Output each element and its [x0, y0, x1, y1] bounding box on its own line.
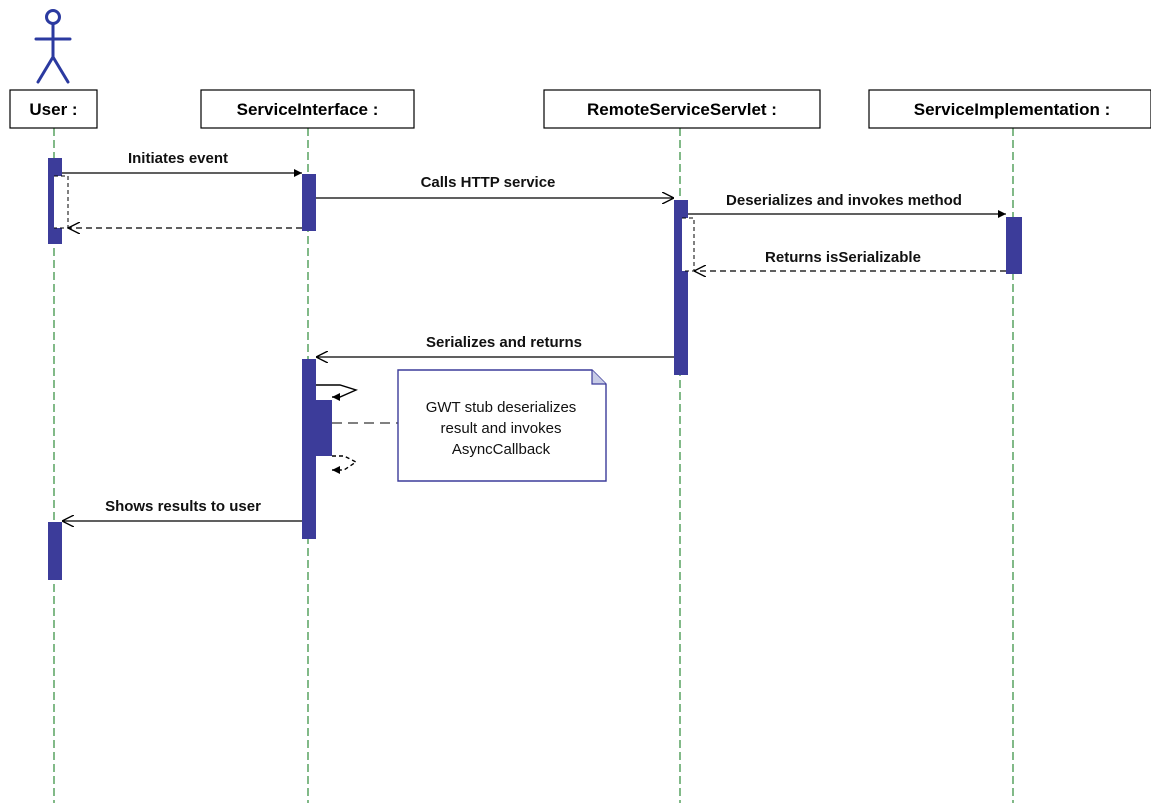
message-calls-http-label: Calls HTTP service	[421, 174, 556, 191]
user-actor-icon	[34, 9, 72, 84]
note-line-1: GWT stub deserializes	[426, 399, 577, 416]
message-returns-serializable-label: Returns isSerializable	[765, 249, 921, 266]
note-box	[397, 369, 607, 482]
lifeline-header-remote-servlet: RemoteServiceServlet :	[543, 89, 821, 129]
lifeline-label-service-impl: ServiceImplementation :	[914, 100, 1111, 119]
activation-bars	[48, 158, 1022, 580]
note-fold-icon	[591, 370, 606, 385]
activation-service-impl	[1006, 217, 1022, 274]
lifeline-label-user: User :	[29, 100, 77, 119]
lifeline-label-service-interface: ServiceInterface :	[237, 100, 379, 119]
message-serializes-returns-label: Serializes and returns	[426, 334, 582, 351]
return-brackets	[54, 175, 695, 272]
activation-service-interface-2	[302, 359, 316, 539]
return-bracket-user	[54, 175, 69, 229]
activation-service-interface-1	[302, 174, 316, 231]
message-initiates-event-label: Initiates event	[128, 150, 228, 167]
messages: Initiates event Calls HTTP service Deser…	[62, 150, 1006, 521]
activation-service-interface-nested	[316, 400, 332, 456]
return-bracket-remote-servlet	[682, 217, 695, 272]
message-deserializes-label: Deserializes and invokes method	[726, 192, 962, 209]
lifeline-header-service-interface: ServiceInterface :	[200, 89, 415, 129]
activation-user-2	[48, 522, 62, 580]
note: GWT stub deserializes result and invokes…	[332, 369, 607, 482]
lifeline-header-user: User :	[9, 89, 98, 129]
lifeline-header-service-impl: ServiceImplementation :	[868, 89, 1151, 129]
self-return-arrow	[332, 455, 358, 474]
self-call-arrow	[316, 384, 358, 401]
note-line-2: result and invokes	[441, 420, 562, 437]
lifeline-label-remote-servlet: RemoteServiceServlet :	[587, 100, 777, 119]
message-shows-results-label: Shows results to user	[105, 498, 261, 515]
note-line-3: AsyncCallback	[452, 441, 551, 458]
